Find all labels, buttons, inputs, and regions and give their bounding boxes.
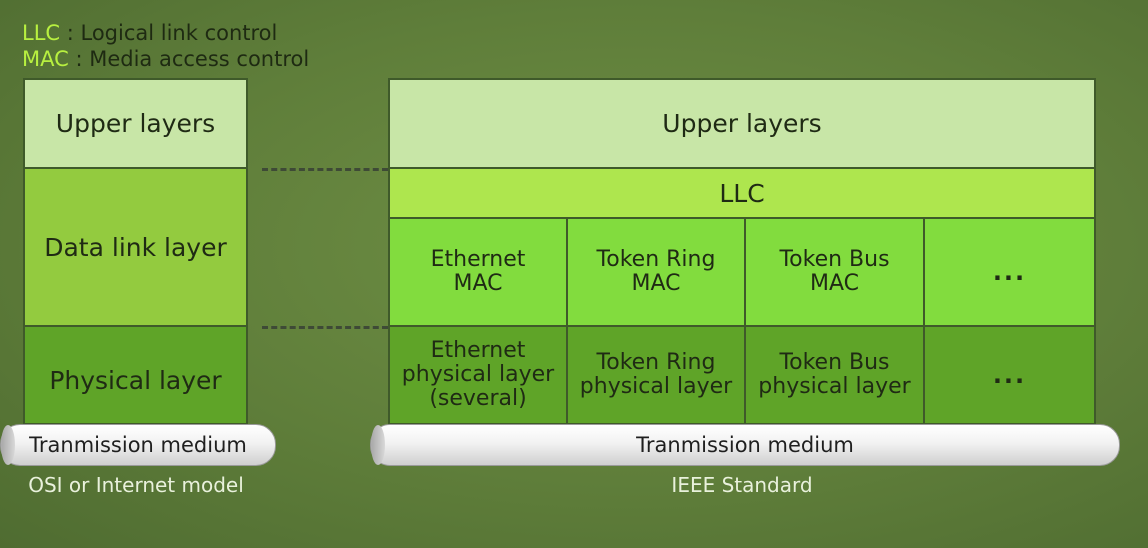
pipe-end-icon xyxy=(1,425,15,465)
ieee-caption: IEEE Standard xyxy=(671,473,813,497)
osi-physical-label: Physical layer xyxy=(49,365,222,395)
mac-token-ring-line2: MAC xyxy=(631,271,681,296)
ieee-llc: LLC xyxy=(388,167,1096,219)
osi-upper-layers-label: Upper layers xyxy=(55,109,216,138)
mac-more: ... xyxy=(923,217,1096,327)
phys-token-ring-line1: Token Ring xyxy=(596,350,716,375)
phys-more-ellipsis: ... xyxy=(992,361,1027,389)
legend: LLC : Logical link control MAC : Media a… xyxy=(22,20,309,72)
ieee-upper-layers-label: Upper layers xyxy=(662,109,822,138)
legend-llc-desc: : Logical link control xyxy=(60,21,278,45)
osi-upper-layers: Upper layers xyxy=(23,78,248,169)
phys-ethernet-line1: Ethernet xyxy=(430,338,526,363)
ieee-upper-layers: Upper layers xyxy=(388,78,1096,169)
phys-token-bus-line1: Token Bus xyxy=(779,350,890,375)
ieee-llc-label: LLC xyxy=(719,178,765,208)
pipe-end-icon xyxy=(371,425,385,465)
mac-token-bus-line2: MAC xyxy=(809,271,859,296)
osi-transmission-medium: Tranmission medium xyxy=(0,424,276,466)
osi-medium-label: Tranmission medium xyxy=(29,433,247,457)
osi-physical-layer: Physical layer xyxy=(23,325,248,425)
osi-data-link-label: Data link layer xyxy=(44,232,227,262)
mac-more-ellipsis: ... xyxy=(992,258,1027,286)
phys-ethernet-line2: physical layer xyxy=(401,362,555,387)
dashed-connector-top xyxy=(262,168,388,171)
ieee-medium-label: Tranmission medium xyxy=(636,433,854,457)
ieee-transmission-medium: Tranmission medium xyxy=(370,424,1120,466)
dashed-connector-bottom xyxy=(262,326,388,329)
legend-mac-desc: : Media access control xyxy=(68,47,310,71)
phys-ethernet-line3: (several) xyxy=(429,386,527,411)
osi-data-link-layer: Data link layer xyxy=(23,167,248,327)
phys-token-bus-line2: physical layer xyxy=(758,374,911,399)
legend-llc-abbr: LLC xyxy=(22,21,61,45)
mac-token-ring-line1: Token Ring xyxy=(596,247,716,272)
phys-more: ... xyxy=(923,325,1096,425)
legend-mac: MAC : Media access control xyxy=(22,46,309,72)
mac-ethernet-line2: MAC xyxy=(453,271,503,296)
mac-ethernet-line1: Ethernet xyxy=(430,247,526,272)
mac-token-bus-line1: Token Bus xyxy=(779,247,890,272)
legend-mac-abbr: MAC xyxy=(22,47,69,71)
legend-llc: LLC : Logical link control xyxy=(22,20,309,46)
osi-caption: OSI or Internet model xyxy=(28,473,244,497)
phys-token-ring-line2: physical layer xyxy=(579,374,733,399)
